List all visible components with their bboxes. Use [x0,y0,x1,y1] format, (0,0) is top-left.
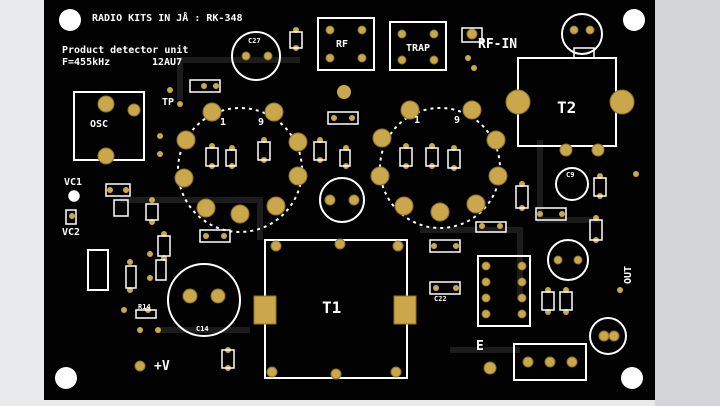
cap-c9-outline [555,167,589,201]
rf-label: RF [336,39,349,50]
c27-label: C27 [248,37,261,45]
rf-coil-outline [317,17,375,71]
trap-label: TRAP [406,43,431,54]
board-title: RADIO KITS IN JÅ : RK-348 [92,13,243,24]
mount-hole-tr [623,9,645,31]
cap-c14-outline [167,263,241,337]
e-label: E [476,339,484,354]
solder-pads [97,25,635,380]
c9-label: C9 [566,171,575,179]
rf-in-label: RF-IN [478,37,518,52]
c14-label: C14 [196,325,209,333]
tube-left-pin9: 9 [258,117,265,128]
small-pads [69,27,639,371]
board-frequency: F=455kHz [62,57,111,68]
vc2-label: VC2 [62,227,81,238]
trimmer-caps [68,190,80,202]
tube-right-pin9: 9 [454,115,461,126]
cap-top-right-outline [561,13,603,55]
mount-hole-br [621,367,643,389]
mount-hole-tl [59,9,81,31]
ic-outline [477,255,531,327]
t1-label: T1 [322,298,342,317]
mounting-holes [55,9,645,389]
terminal-outline [513,343,587,381]
side-strip [655,0,720,406]
mount-hole-bl [55,367,77,389]
tube-right-pin1: 1 [414,115,421,126]
trap-coil-outline [389,21,447,71]
cap-center-outline [319,177,365,223]
board-subtitle: Product detector unit [62,45,189,56]
out-label: OUT [623,265,634,284]
tp-label: TP [162,97,175,108]
tube-left-pin1: 1 [220,117,227,128]
cap-c27-outline [231,31,281,81]
trimmer-vc2 [87,249,109,291]
vc1-label: VC1 [64,177,83,188]
small-component-outlines [65,27,607,369]
cap-c23-outline [547,239,589,281]
board-tube-type: 12AU7 [152,57,183,68]
t2-label: T2 [557,98,577,117]
osc-label: OSC [90,119,109,130]
plus-v-label: +V [154,359,170,374]
r14-label: R14 [138,303,151,311]
cap-out-outline [589,317,627,355]
c22-label: C22 [434,295,447,303]
